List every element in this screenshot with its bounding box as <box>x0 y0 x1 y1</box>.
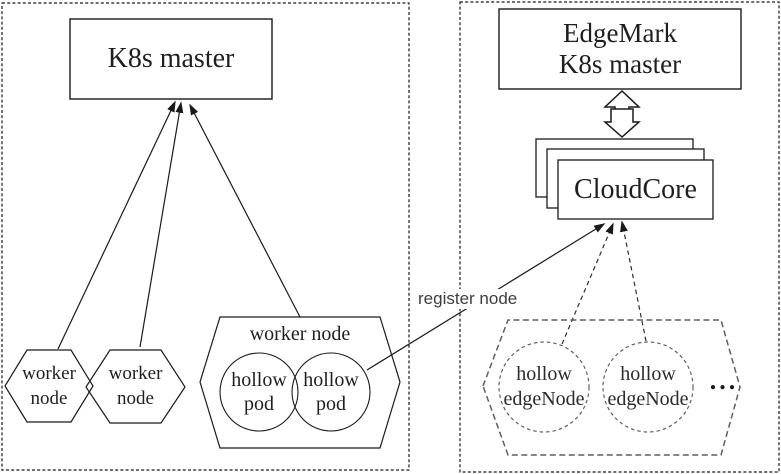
hollow-edgenode-circle-1 <box>498 341 590 433</box>
worker1-to-master-arrow <box>57 100 176 350</box>
bidirectional-sync-arrow-icon <box>603 89 641 139</box>
physical-cluster-panel <box>1 2 410 471</box>
cloudcore-box-front <box>557 159 714 220</box>
edge-node-group-hexagon <box>482 319 741 456</box>
worker-node-hexagon-2 <box>85 349 186 424</box>
hollow-pod-circle-1 <box>219 352 299 432</box>
worker2-to-master-arrow <box>139 101 184 348</box>
edgemark-master-box <box>498 8 742 90</box>
worker-node-hexagon-1 <box>4 349 94 423</box>
edgenode1-to-cloudcore-arrow <box>561 222 614 345</box>
hollow-worker-node-hexagon <box>199 316 401 449</box>
register-node-label: register node <box>415 289 521 309</box>
edgenode2-to-cloudcore-arrow <box>620 220 647 342</box>
hollow-worker-to-master-arrow <box>189 103 301 318</box>
hollow-pod-circle-2 <box>291 352 371 432</box>
k8s-master-box <box>69 18 273 100</box>
edgemark-cluster-panel <box>459 1 780 473</box>
hollow-edgenode-circle-2 <box>602 341 694 433</box>
